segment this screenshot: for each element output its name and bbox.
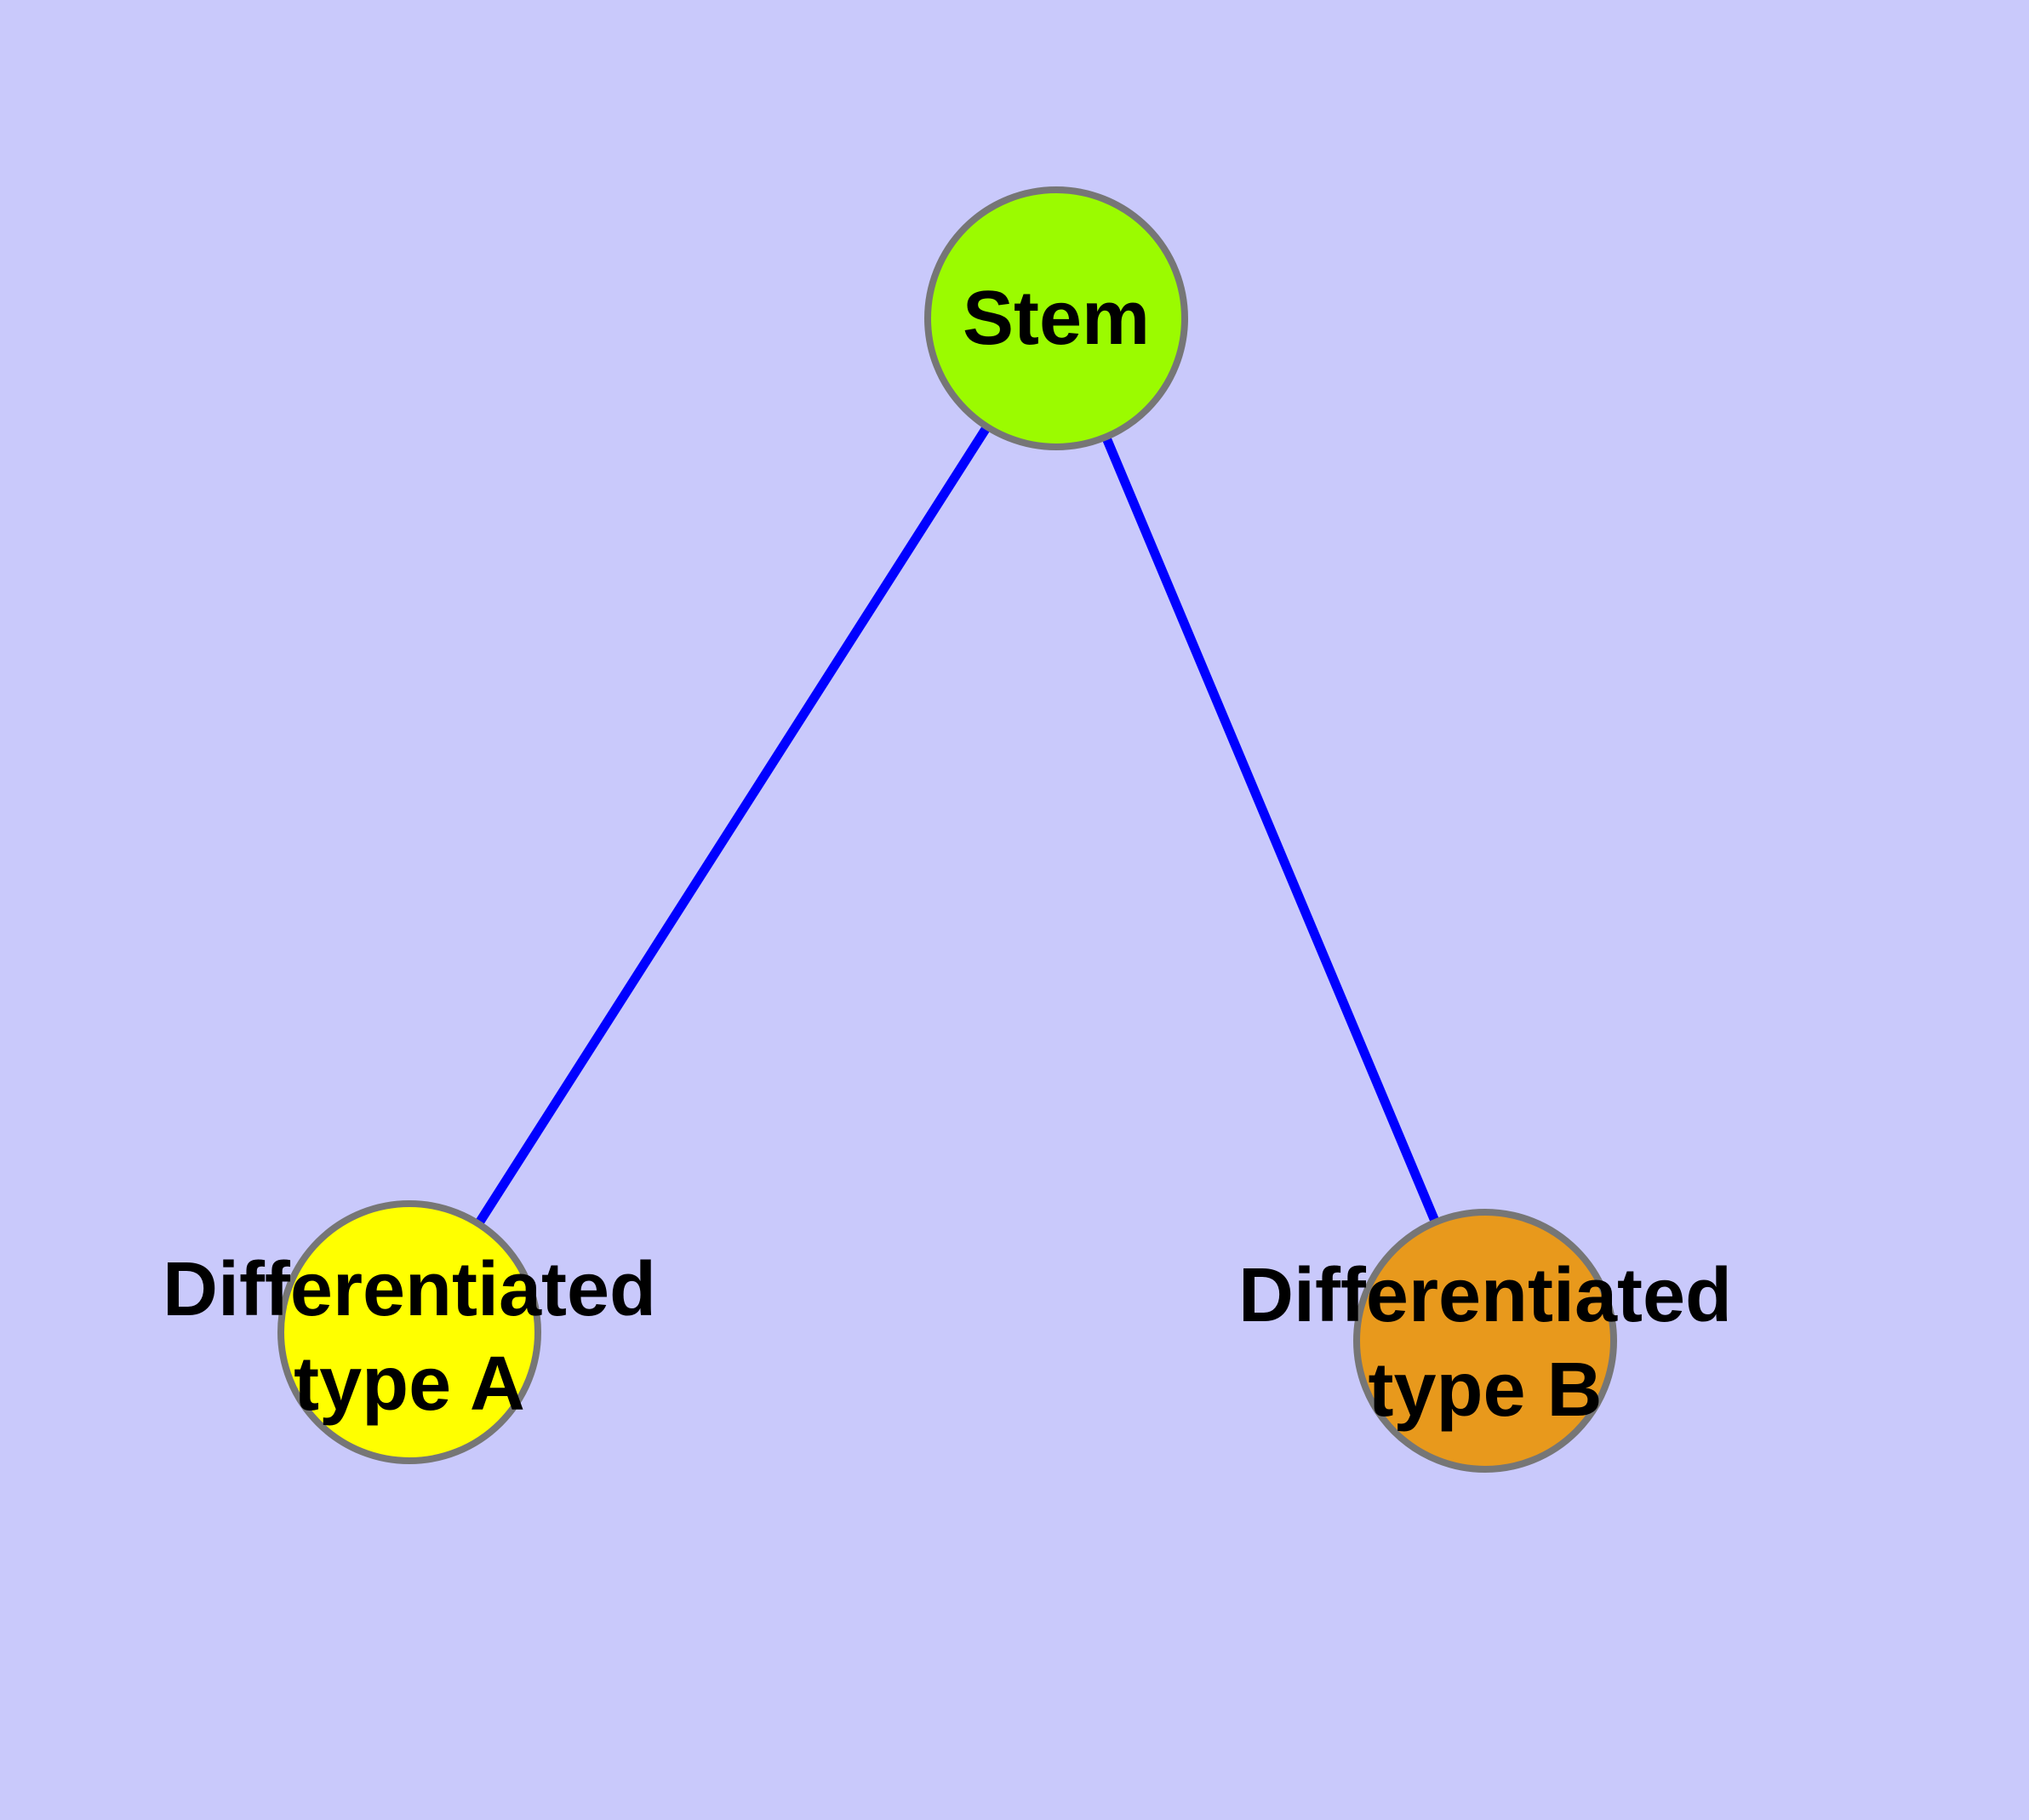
node-differentiated-type-a: Differentiated type A — [163, 1200, 656, 1464]
type-b-node-label-line2: type B — [1368, 1348, 1602, 1433]
type-b-node-circle — [1353, 1209, 1617, 1473]
node-differentiated-type-b: Differentiated type B — [1238, 1209, 1732, 1473]
edge-stem-to-type-b — [1051, 316, 1490, 1343]
edges — [405, 316, 1490, 1343]
type-a-node-label-line1: Differentiated — [163, 1247, 656, 1332]
type-b-node-label-line1: Differentiated — [1238, 1253, 1732, 1338]
node-stem: Stem — [924, 186, 1188, 450]
type-a-node-label-line2: type A — [294, 1342, 525, 1427]
stem-node-circle — [924, 186, 1188, 450]
type-a-node-circle — [277, 1200, 541, 1464]
edge-stem-to-type-a — [405, 316, 1060, 1335]
stem-node-label: Stem — [963, 276, 1150, 361]
